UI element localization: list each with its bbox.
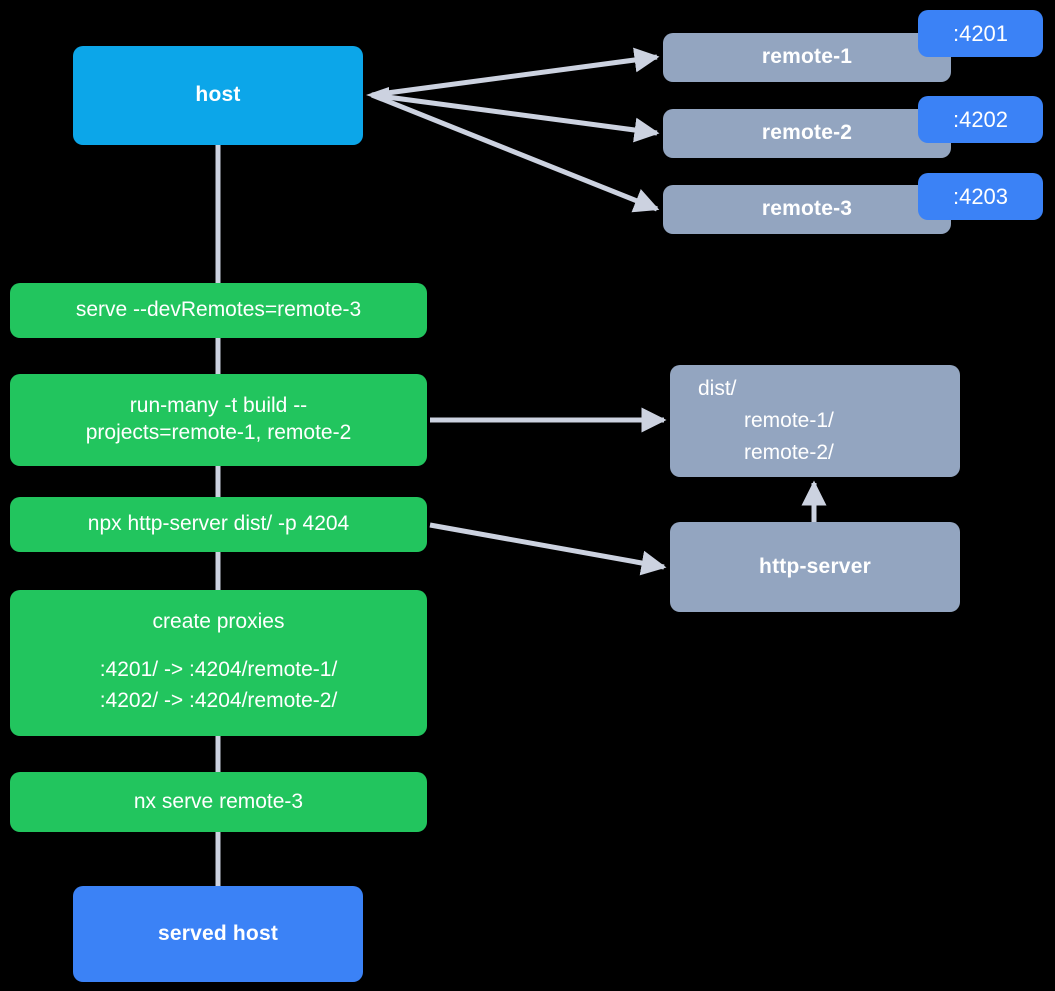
port-badge-remote-1-label: :4201	[952, 20, 1009, 46]
node-remote-3[interactable]: remote-3	[663, 185, 951, 234]
port-badge-remote-2: :4202	[918, 96, 1043, 143]
dist-folder-line-3: remote-2/	[744, 440, 834, 464]
port-badge-remote-2-label: :4202	[952, 106, 1009, 132]
command-create-proxies-title: create proxies	[152, 609, 285, 633]
edge-host-inbound-arrowhead	[366, 87, 389, 103]
node-command-nx-serve-remote-3[interactable]: nx serve remote-3	[10, 772, 427, 832]
node-host-label: host	[195, 83, 241, 107]
port-badge-remote-3: :4203	[918, 173, 1043, 220]
node-command-create-proxies[interactable]: create proxies :4201/ -> :4204/remote-1/…	[10, 590, 427, 736]
port-badge-remote-3-label: :4203	[952, 183, 1009, 209]
node-remote-1[interactable]: remote-1	[663, 33, 951, 82]
node-served-host-label: served host	[157, 921, 279, 945]
node-http-server[interactable]: http-server	[670, 522, 960, 612]
node-served-host[interactable]: served host	[73, 886, 363, 982]
node-host[interactable]: host	[73, 46, 363, 145]
node-command-npx-http-server[interactable]: npx http-server dist/ -p 4204	[10, 497, 427, 552]
node-remote-3-label: remote-3	[761, 197, 853, 221]
node-command-run-many-build[interactable]: run-many -t build -- projects=remote-1, …	[10, 374, 427, 466]
edge-host-to-remote-2	[371, 92, 660, 143]
node-http-server-label: http-server	[759, 554, 871, 578]
dist-folder-line-1: dist/	[698, 377, 737, 401]
command-nx-serve-remote-3-label: nx serve remote-3	[133, 789, 304, 813]
node-remote-1-label: remote-1	[761, 45, 853, 69]
edge-npx-to-httpserver	[429, 522, 667, 576]
node-remote-2-label: remote-2	[761, 121, 853, 145]
command-create-proxies-mappings: :4201/ -> :4204/remote-1/ :4202/ -> :420…	[99, 657, 338, 713]
node-remote-2[interactable]: remote-2	[663, 109, 951, 158]
command-serve-dev-remotes-label: serve --devRemotes=remote-3	[75, 298, 362, 322]
command-npx-http-server-label: npx http-server dist/ -p 4204	[87, 512, 350, 536]
node-command-serve-dev-remotes[interactable]: serve --devRemotes=remote-3	[10, 283, 427, 338]
edge-host-to-remote-1	[371, 47, 660, 98]
command-run-many-build-label: run-many -t build -- projects=remote-1, …	[85, 394, 352, 444]
port-badge-remote-1: :4201	[918, 10, 1043, 57]
dist-folder-line-2: remote-1/	[744, 409, 834, 433]
node-dist-folder[interactable]: dist/ remote-1/ remote-2/	[670, 365, 960, 477]
edge-host-to-remote-3	[371, 92, 660, 213]
